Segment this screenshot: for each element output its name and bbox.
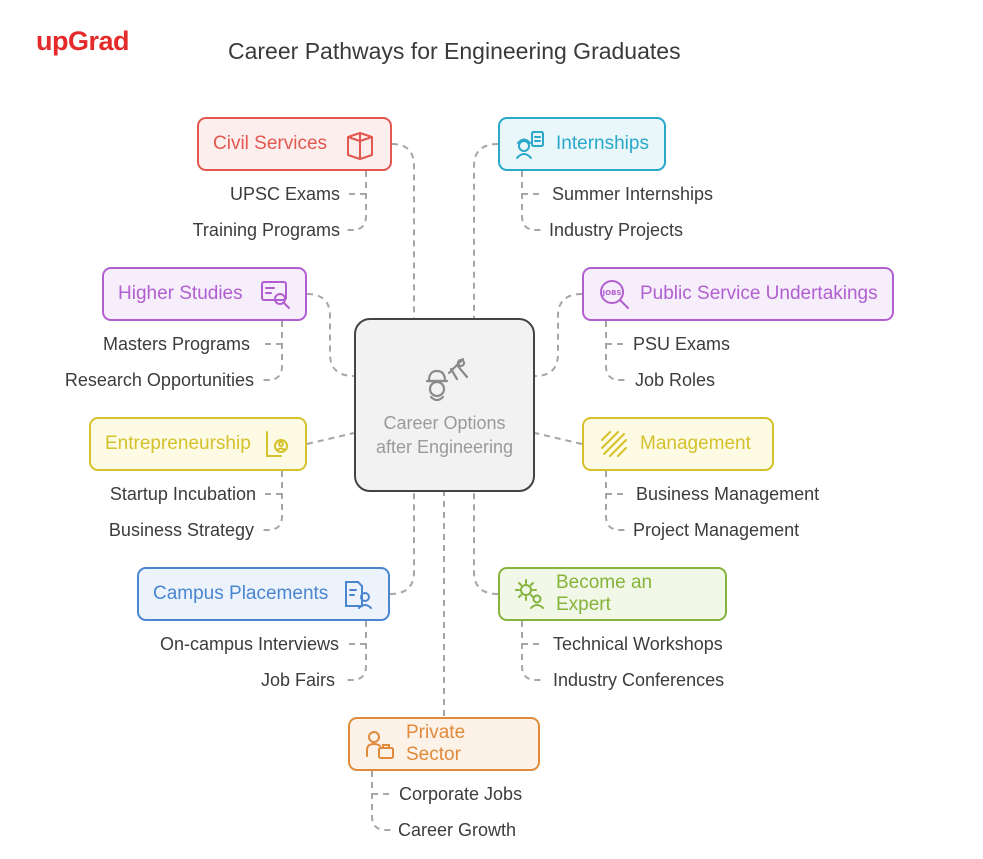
page-title: Career Pathways for Engineering Graduate… [228, 38, 681, 64]
stem-civil [346, 171, 367, 231]
sub-business-management: Business Management [636, 484, 820, 504]
sub-corporate-jobs: Corporate Jobs [399, 784, 523, 804]
sub-startup-incubation: Startup Incubation [109, 484, 256, 504]
branch-internships: Internships [498, 117, 666, 171]
link-psu [534, 293, 583, 377]
book-icon [347, 132, 373, 160]
link-mgmt [534, 432, 583, 445]
link-higher [306, 293, 355, 377]
engineer-compass-icon [425, 357, 468, 402]
branch-label: Entrepreneurship [105, 433, 251, 454]
sub-on-campus-interviews: On-campus Interviews [159, 634, 339, 654]
branch-label: Become an Expert [556, 572, 653, 615]
branch-private-sector: Private Sector [348, 717, 540, 771]
sub-industry-conferences: Industry Conferences [553, 670, 725, 690]
stem-campus [346, 621, 367, 681]
center-label: Career Options after Engineering [375, 413, 514, 457]
sub-research-opportunities: Research Opportunities [64, 370, 254, 390]
sub-training-programs: Training Programs [192, 220, 340, 240]
branch-entrepreneurship: Entrepreneurship [89, 417, 307, 471]
sub-masters-programs: Masters Programs [102, 334, 250, 354]
branch-become-an-expert: Become an Expert [498, 567, 727, 621]
branch-civil-services: Civil Services [197, 117, 392, 171]
worker-clipboard-icon [516, 131, 544, 159]
branch-label: Public Service Undertakings [640, 283, 878, 304]
sub-project-management: Project Management [633, 520, 800, 540]
link-civil [391, 143, 415, 318]
stem-private [371, 771, 392, 831]
svg-text:JOBS: JOBS [602, 289, 622, 297]
center-node: Career Options after Engineering [354, 318, 535, 492]
stem-entre [262, 471, 283, 531]
stem-higher [262, 321, 283, 381]
branch-higher-studies: Higher Studies [102, 267, 307, 321]
stem-expert [521, 621, 542, 681]
branch-label: Private Sector [406, 722, 466, 765]
branch-label: Campus Placements [153, 583, 329, 604]
stem-internships [521, 171, 542, 231]
person-briefcase-icon [366, 731, 394, 759]
branch-label: Internships [556, 133, 649, 154]
sub-psu-exams: PSU Exams [633, 334, 731, 354]
link-campus [389, 492, 415, 595]
stem-psu [605, 321, 626, 381]
link-expert [473, 492, 499, 595]
branch-label: Management [640, 433, 751, 454]
branch-campus-placements: Campus Placements [137, 567, 390, 621]
sub-job-fairs: Job Fairs [260, 670, 335, 690]
brand-logo: upGrad [36, 26, 130, 56]
branch-label: Civil Services [213, 133, 328, 154]
link-internships [473, 143, 499, 318]
stem-mgmt [605, 471, 626, 531]
sub-career-growth: Career Growth [398, 820, 517, 840]
idea-person-icon [265, 431, 288, 457]
stripes-icon [601, 431, 627, 457]
jobs-search-icon: JOBS [600, 280, 629, 309]
gear-person-icon [515, 579, 544, 609]
certificate-search-icon [261, 281, 290, 309]
sub-technical-workshops: Technical Workshops [553, 634, 723, 654]
link-entre [306, 432, 355, 445]
sub-business-strategy: Business Strategy [108, 520, 254, 540]
branch-management: Management [582, 417, 774, 471]
sub-summer-internships: Summer Internships [552, 184, 714, 204]
sub-industry-projects: Industry Projects [549, 220, 684, 240]
sub-job-roles: Job Roles [635, 370, 716, 390]
document-person-icon [345, 581, 372, 609]
sub-upsc-exams: UPSC Exams [229, 184, 340, 204]
branch-public-service-undertakings: JOBS Public Service Undertakings [582, 267, 894, 321]
branch-label: Higher Studies [118, 283, 243, 304]
